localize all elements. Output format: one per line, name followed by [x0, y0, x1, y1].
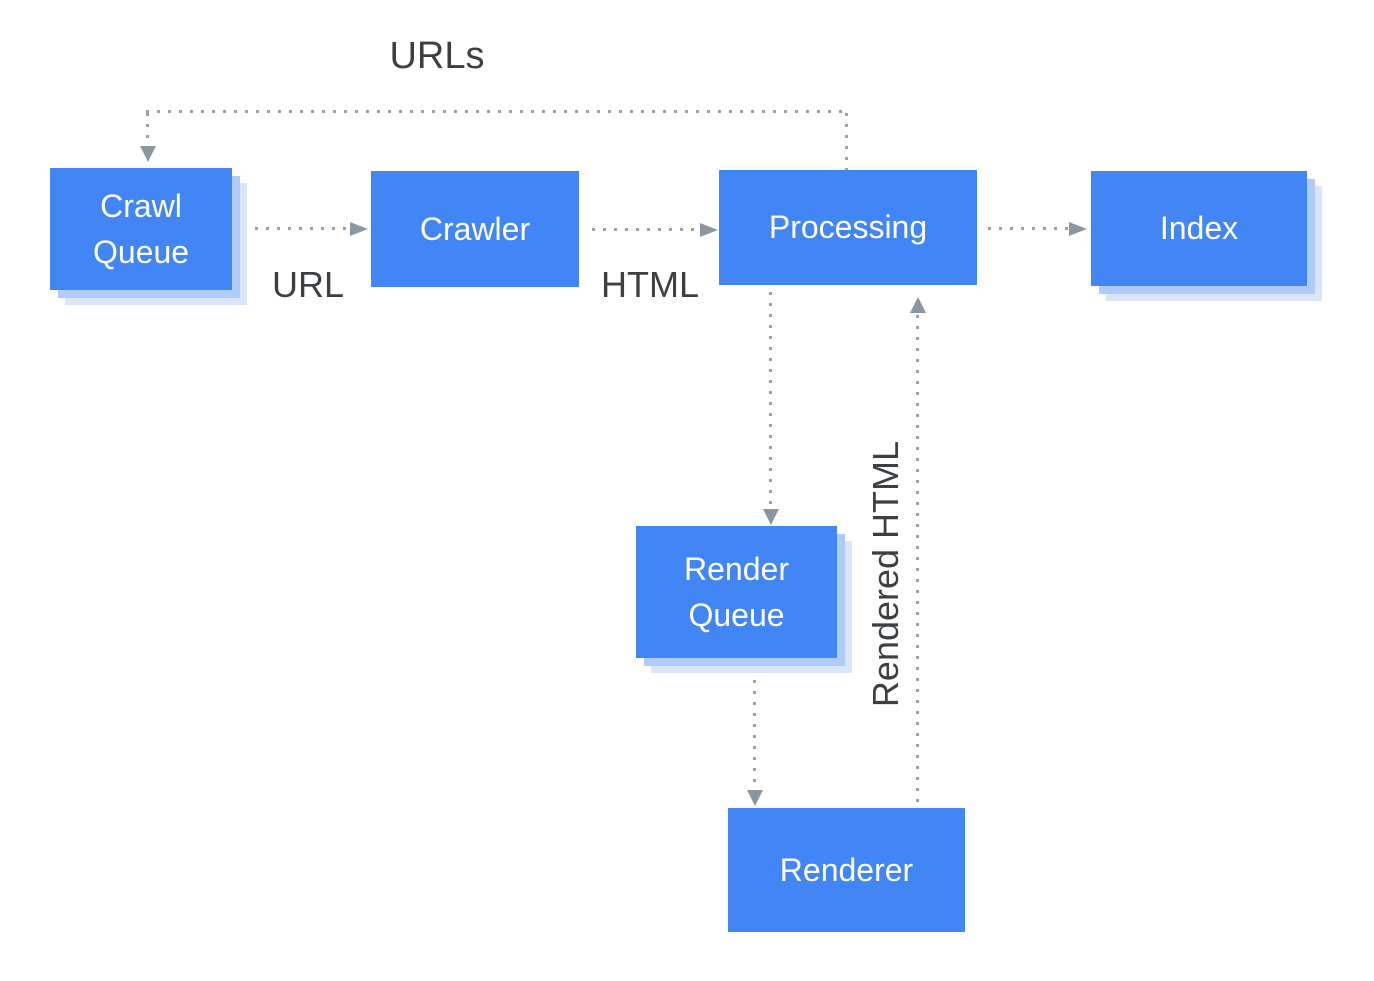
node-render-queue: Render Queue — [636, 526, 837, 658]
rendered-html-flow-label: Rendered HTML — [865, 440, 906, 708]
url-flow-label: URL — [271, 264, 345, 305]
arrowhead-right-icon — [350, 222, 368, 236]
arrowhead-right-icon — [700, 223, 718, 237]
node-crawl-queue: Crawl Queue — [50, 168, 232, 290]
node-crawler-label: Crawler — [419, 210, 531, 247]
node-crawl-queue-label: Crawl Queue — [92, 187, 190, 270]
edge-crawlqueue-to-crawler-line — [255, 227, 350, 230]
node-index-label: Index — [1159, 210, 1239, 247]
edge-renderqueue-to-renderer-line — [753, 680, 756, 787]
node-processing: Processing — [719, 170, 977, 285]
edge-processing-to-crawlqueue-right-segment — [845, 113, 848, 170]
arrowhead-up-icon — [910, 297, 926, 313]
node-renderer: Renderer — [728, 808, 965, 932]
arrowhead-down-icon — [747, 790, 763, 806]
edge-processing-to-renderqueue-line — [769, 292, 772, 506]
urls-flow-label: URLs — [389, 35, 485, 77]
node-index: Index — [1091, 171, 1307, 286]
node-processing-label: Processing — [768, 209, 928, 246]
edge-processing-to-crawlqueue-left-segment — [146, 113, 149, 143]
node-crawler: Crawler — [371, 171, 579, 287]
arrowhead-down-icon — [140, 146, 156, 162]
node-render-queue-label: Render Queue — [684, 550, 789, 633]
arrowhead-right-icon — [1069, 222, 1087, 236]
edge-processing-to-crawlqueue-top-segment — [146, 110, 848, 113]
arrowhead-down-icon — [763, 509, 779, 525]
node-renderer-label: Renderer — [779, 851, 914, 888]
edge-processing-to-index-line — [988, 227, 1068, 230]
html-flow-label: HTML — [601, 264, 699, 305]
edge-renderer-to-processing-line — [916, 315, 919, 806]
edge-crawler-to-processing-line — [592, 228, 698, 231]
